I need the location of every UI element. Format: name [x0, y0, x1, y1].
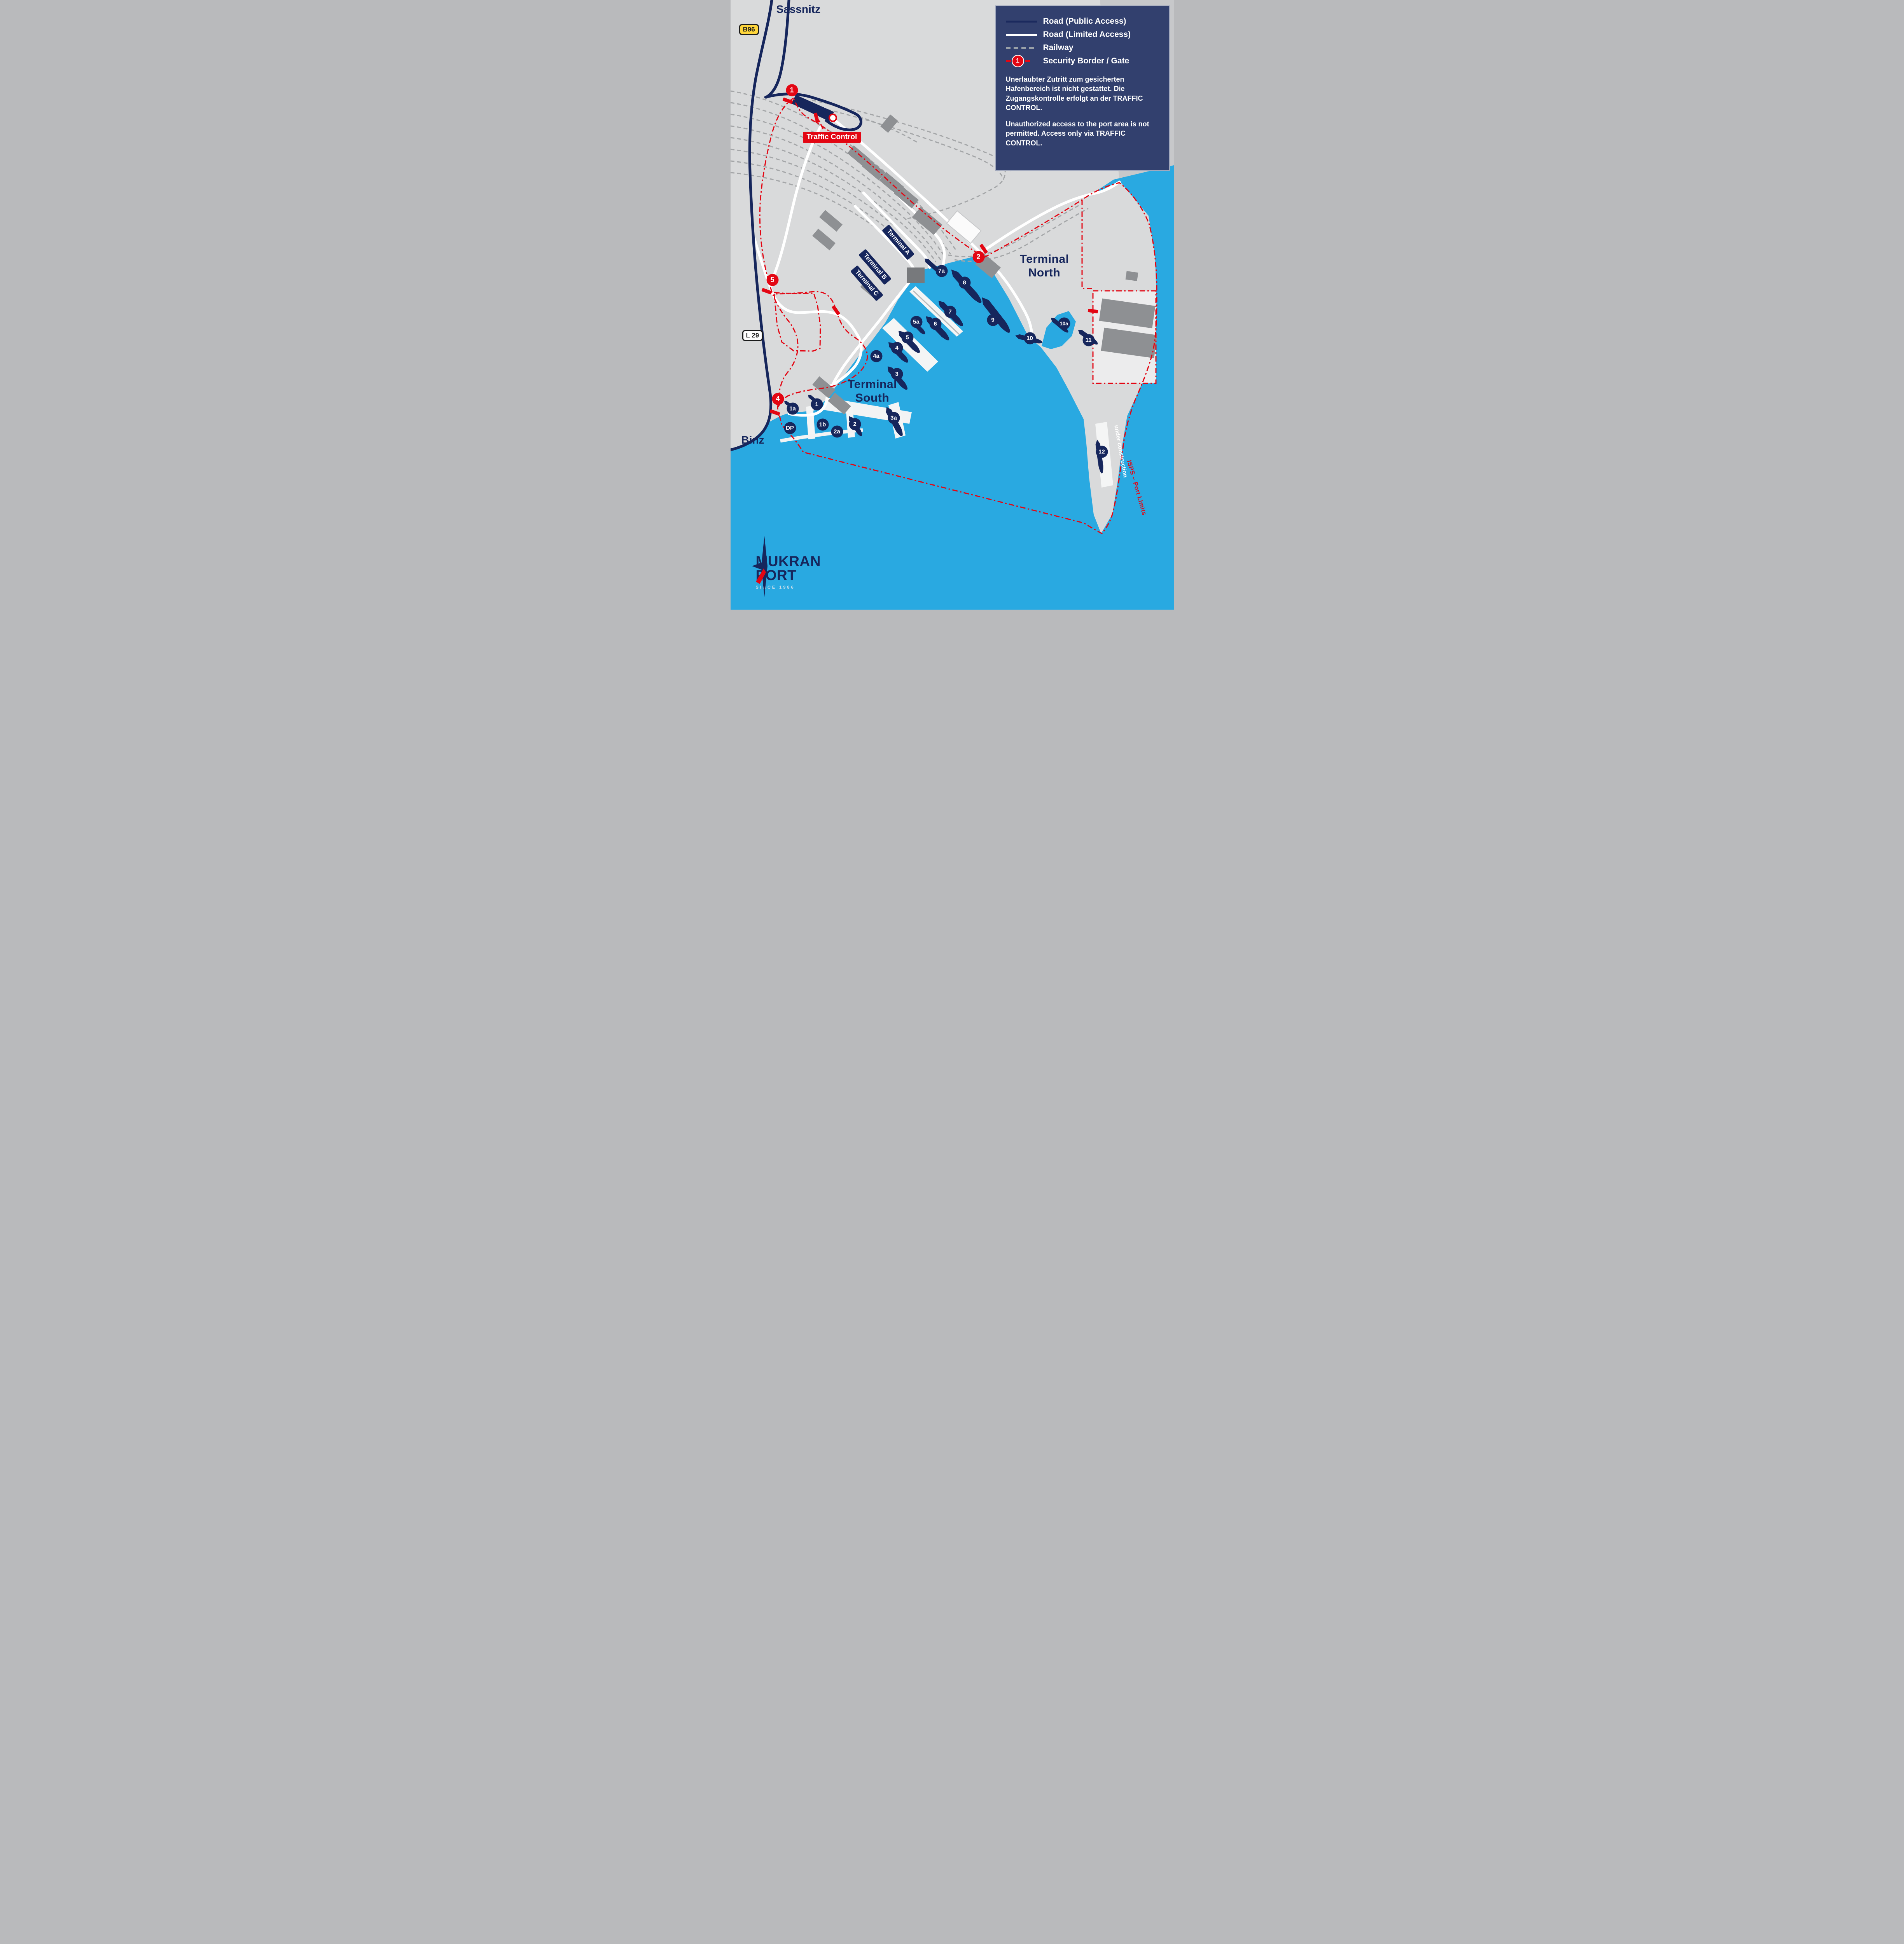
legend-label-railway: Railway [1043, 43, 1074, 52]
terminal-north-line1: Terminal [1019, 253, 1069, 266]
berth-marker-10: 10 [1024, 332, 1036, 344]
terminal-north-line2: North [1028, 266, 1061, 279]
legend: Road (Public Access) Road (Limited Acces… [995, 5, 1170, 171]
gate-marker-1: 1 [786, 84, 798, 96]
terminal-north-label: Terminal North [1012, 253, 1077, 280]
legend-note-german: Unerlaubter Zutritt zum gesicherten Hafe… [1005, 75, 1143, 112]
security-gate-bar-right [1025, 60, 1030, 62]
terminal-south-label: Terminal South [841, 378, 904, 405]
berth-marker-2: 2 [849, 418, 861, 430]
berth-marker-7a: 7a [935, 265, 948, 277]
berth-marker-1a: 1a [787, 402, 799, 415]
port-map: Sassnitz Binz B96 L 29 Traffic Control T… [730, 0, 1174, 610]
berth-marker-12: 12 [1096, 446, 1108, 458]
roads-public [730, 0, 862, 451]
berth-marker-DP: DP [784, 422, 796, 434]
berth-marker-3a: 3a [888, 412, 900, 424]
terminal-south-line2: South [855, 391, 890, 404]
legend-label-road-limited: Road (Limited Access) [1043, 30, 1131, 39]
legend-row-road-limited: Road (Limited Access) [1005, 28, 1159, 41]
road-limited-line-icon [1005, 33, 1043, 36]
berth-marker-3: 3 [891, 368, 903, 380]
terminal-north-landmass [981, 181, 1157, 533]
terminal-south-line1: Terminal [848, 378, 897, 391]
legend-note-english: Unauthorized access to the port area is … [1005, 120, 1149, 147]
berth-marker-4a: 4a [870, 350, 882, 362]
gate-marker-5: 5 [766, 274, 778, 286]
traffic-control-label: Traffic Control [803, 132, 861, 143]
gate-marker-4: 4 [772, 393, 784, 405]
mukran-port-logo: MUKRAN PORT SINCE 1986 [752, 536, 821, 597]
port-entrance-apron [791, 95, 834, 121]
road-badge-b96: B96 [739, 24, 759, 35]
berth-marker-2a: 2a [831, 425, 843, 438]
gate-bars [761, 97, 1098, 416]
place-label-sassnitz: Sassnitz [776, 3, 821, 15]
legend-row-security: 1 Security Border / Gate [1005, 54, 1159, 68]
security-gate-number: 1 [1011, 55, 1024, 67]
berth-marker-5a: 5a [910, 316, 922, 328]
road-public-line-icon [1005, 20, 1043, 23]
gate-marker-2: 2 [972, 251, 984, 263]
security-gate-bar-left [1005, 60, 1011, 62]
berth-marker-1b: 1b [816, 418, 829, 431]
compass-star-icon [752, 536, 768, 597]
berth-marker-10a: 10a [1058, 317, 1070, 330]
legend-row-railway: Railway [1005, 41, 1159, 54]
traffic-control-roundabout [828, 114, 837, 122]
security-gate-icon: 1 [1005, 55, 1043, 67]
legend-row-road-public: Road (Public Access) [1005, 15, 1159, 28]
legend-label-security: Security Border / Gate [1043, 56, 1129, 65]
berth-marker-4: 4 [891, 342, 903, 354]
berth-marker-9: 9 [987, 314, 999, 326]
berth-marker-6: 6 [929, 318, 941, 330]
berth-marker-5: 5 [901, 331, 913, 344]
legend-label-road-public: Road (Public Access) [1043, 17, 1126, 26]
berth-marker-11: 11 [1082, 334, 1094, 346]
berth-marker-1: 1 [811, 398, 823, 411]
road-badge-l29: L 29 [742, 330, 763, 341]
place-label-binz: Binz [741, 434, 764, 446]
berth-marker-7: 7 [944, 306, 956, 318]
railway-line-icon [1005, 47, 1043, 49]
berth-marker-8: 8 [958, 276, 970, 289]
